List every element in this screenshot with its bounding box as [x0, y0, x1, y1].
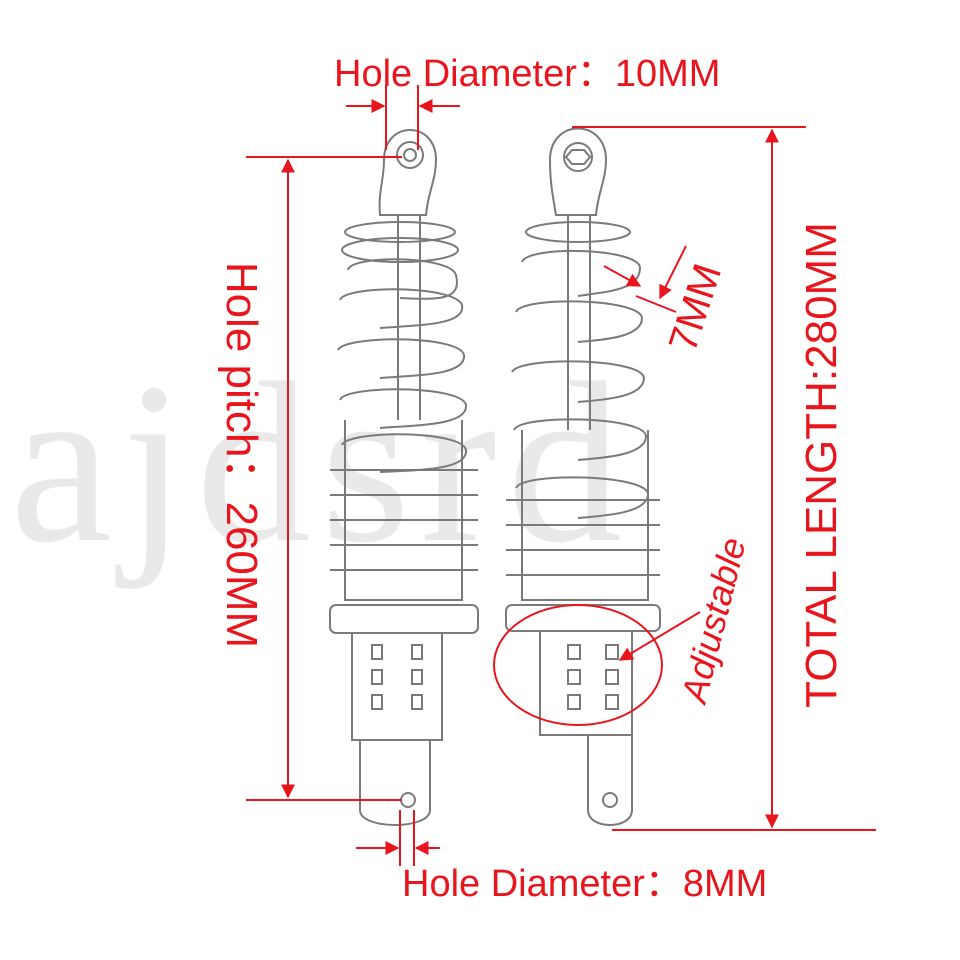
- watermark: ajdsrd: [10, 335, 633, 590]
- adjustable-highlight-ellipse: [493, 604, 663, 726]
- dimension-annotations: [246, 85, 876, 866]
- left-body: [329, 420, 479, 710]
- spring-wire-arrow-b: [659, 245, 687, 300]
- spring-wire-arrow-a: [603, 265, 642, 287]
- bottom-hole-diameter-label: Hole Diameter：8MM: [402, 863, 768, 905]
- adjustable-pointer: [618, 611, 701, 661]
- right-lower-mount: [539, 631, 633, 826]
- left-spring: [337, 221, 468, 473]
- right-body: [505, 430, 661, 710]
- right-spring: [511, 221, 650, 519]
- hole-pitch-label: Hole pitch：260MM: [217, 261, 266, 649]
- left-lower-mount: [351, 633, 443, 826]
- right-top-eye: [548, 127, 608, 216]
- left-shock-absorber: [329, 129, 479, 826]
- top-hole-diameter-label: Hole Diameter：10MM: [334, 53, 721, 95]
- spring-wire-tick: [635, 295, 677, 313]
- total-length-label: TOTAL LENGTH:280MM: [797, 222, 846, 708]
- left-top-eye: [378, 129, 438, 216]
- right-shock-absorber: [505, 127, 661, 826]
